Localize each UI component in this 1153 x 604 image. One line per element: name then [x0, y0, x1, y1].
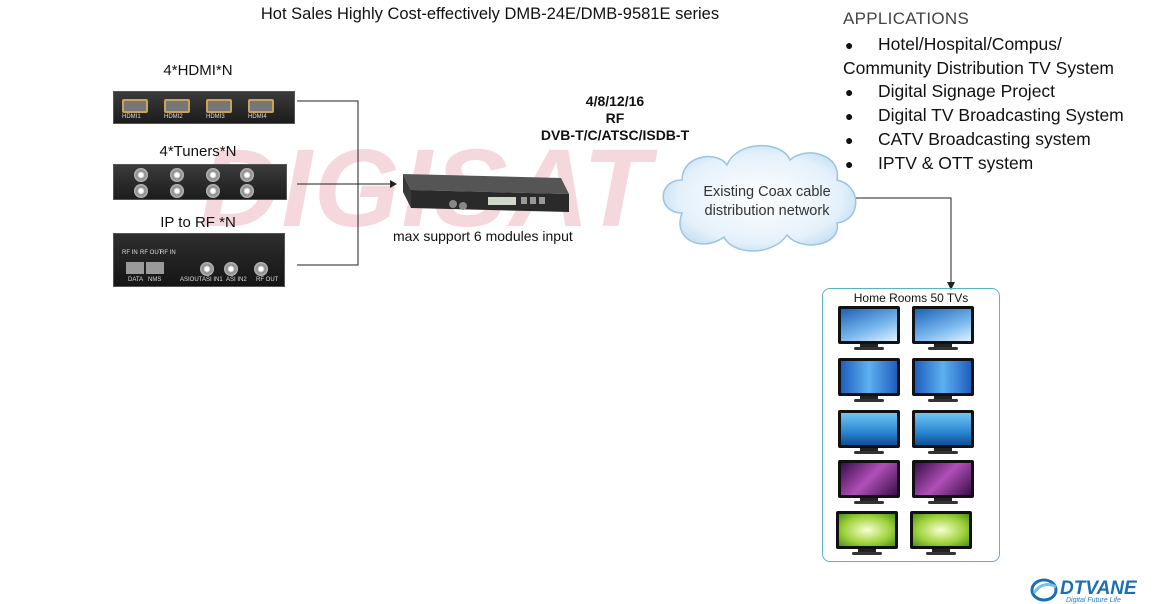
bnc-connector-icon	[134, 184, 148, 198]
tv-icon	[910, 511, 972, 555]
bnc-connector-icon	[170, 168, 184, 182]
tv-icon	[912, 460, 974, 504]
applications-heading: APPLICATIONS	[843, 9, 970, 28]
application-item-text: Hotel/Hospital/Compus/	[878, 34, 1062, 54]
application-item: ● Hotel/Hospital/Compus/	[843, 33, 1124, 57]
hdmi-port-icon	[248, 99, 274, 113]
hdmi-port-icon	[164, 99, 190, 113]
bnc-connector-icon	[200, 262, 214, 276]
application-item: ● IPTV & OTT system	[843, 152, 1124, 176]
application-item-text: IPTV & OTT system	[878, 153, 1034, 173]
hdmi-input-label: 4*HDMI*N	[163, 62, 233, 79]
hdmi-port-label: HDMI3	[206, 114, 225, 120]
input-bracket-line	[297, 100, 359, 266]
bnc-connector-icon	[240, 184, 254, 198]
ip-port-label: ASI IN2	[226, 277, 247, 283]
bnc-connector-icon	[170, 184, 184, 198]
device-arrowhead	[390, 180, 397, 188]
rf-label: RF	[605, 110, 625, 126]
application-item-text: Digital Signage Project	[878, 81, 1056, 101]
hdmi-port-icon	[122, 99, 148, 113]
rf-channels: 4/8/12/16	[585, 93, 645, 109]
ip-port-label: DATA	[128, 277, 144, 283]
rf-standards: DVB-T/C/ATSC/ISDB-T	[540, 127, 690, 143]
bnc-connector-icon	[206, 168, 220, 182]
bnc-connector-icon	[206, 184, 220, 198]
bullet-icon: ●	[845, 84, 854, 100]
application-item: ● Digital Signage Project	[843, 80, 1124, 104]
ethernet-port-icon	[126, 262, 144, 274]
rack-device-icon	[403, 174, 569, 212]
tv-group-title: Home Rooms 50 TVs	[853, 291, 969, 305]
tuner-module-panel	[113, 164, 287, 200]
tv-icon	[912, 410, 974, 454]
ip-port-label: ASIOUT	[180, 277, 203, 283]
brand-logo-text: DTVANE	[1060, 578, 1137, 599]
tuners-input-label: 4*Tuners*N	[159, 143, 237, 160]
application-item: ● Digital TV Broadcasting System	[843, 104, 1124, 128]
bullet-icon: ●	[845, 108, 854, 124]
hdmi-module-panel: HDMI1 HDMI2 HDMI3 HDMI4	[113, 91, 295, 124]
dtvane-logo-icon	[1030, 578, 1058, 602]
ip-port-label: RF OUT	[140, 250, 163, 256]
cloud-icon	[662, 144, 857, 252]
application-item-continuation: Community Distribution TV System	[843, 57, 1124, 80]
bnc-connector-icon	[134, 168, 148, 182]
hdmi-port-label: HDMI4	[248, 114, 267, 120]
application-item-text: Digital TV Broadcasting System	[878, 105, 1124, 125]
rf-output-label: 4/8/12/16 RF DVB-T/C/ATSC/ISDB-T	[520, 93, 710, 144]
application-item-text: Community Distribution TV System	[843, 58, 1115, 78]
brand-tagline: Digital Future Life	[1066, 597, 1121, 604]
ip-input-label: IP to RF *N	[160, 214, 236, 231]
applications-list: ● Hotel/Hospital/Compus/ Community Distri…	[843, 33, 1124, 176]
ethernet-port-icon	[146, 262, 164, 274]
ip-port-label: RF IN	[160, 250, 176, 256]
device-caption: max support 6 modules input	[393, 228, 573, 244]
ip-port-label: RF OUT	[256, 277, 279, 283]
bullet-icon: ●	[845, 37, 854, 53]
bullet-icon: ●	[845, 156, 854, 172]
bnc-connector-icon	[224, 262, 238, 276]
application-item: ● CATV Broadcasting system	[843, 128, 1124, 152]
ip-port-label: RF IN	[122, 250, 138, 256]
tv-icon	[838, 460, 900, 504]
cloud-to-tvs-line	[852, 197, 952, 286]
tvs-arrowhead	[947, 282, 955, 290]
cloud-label-line1: Existing Coax cable	[703, 184, 831, 200]
tv-icon	[912, 358, 974, 402]
hdmi-port-label: HDMI1	[122, 114, 141, 120]
bullet-icon: ●	[845, 132, 854, 148]
cloud-label-line2: distribution network	[704, 203, 830, 219]
ip-port-label: ASI IN1	[202, 277, 223, 283]
hdmi-port-label: HDMI2	[164, 114, 183, 120]
ip-port-label: NMS	[148, 277, 162, 283]
cloud-label: Existing Coax cable distribution network	[672, 183, 862, 221]
tv-icon	[836, 511, 898, 555]
tv-icon	[912, 306, 974, 350]
hdmi-port-icon	[206, 99, 232, 113]
tv-icon	[838, 410, 900, 454]
tv-icon	[838, 306, 900, 350]
tv-group-box	[822, 288, 1000, 562]
application-item-text: CATV Broadcasting system	[878, 129, 1091, 149]
ip-module-panel: RF IN RF OUT RF IN DATA NMS ASIOUT ASI I…	[113, 233, 285, 287]
bnc-connector-icon	[254, 262, 268, 276]
tv-icon	[838, 358, 900, 402]
bnc-connector-icon	[240, 168, 254, 182]
page-title: Hot Sales Highly Cost-effectively DMB-24…	[260, 5, 720, 23]
